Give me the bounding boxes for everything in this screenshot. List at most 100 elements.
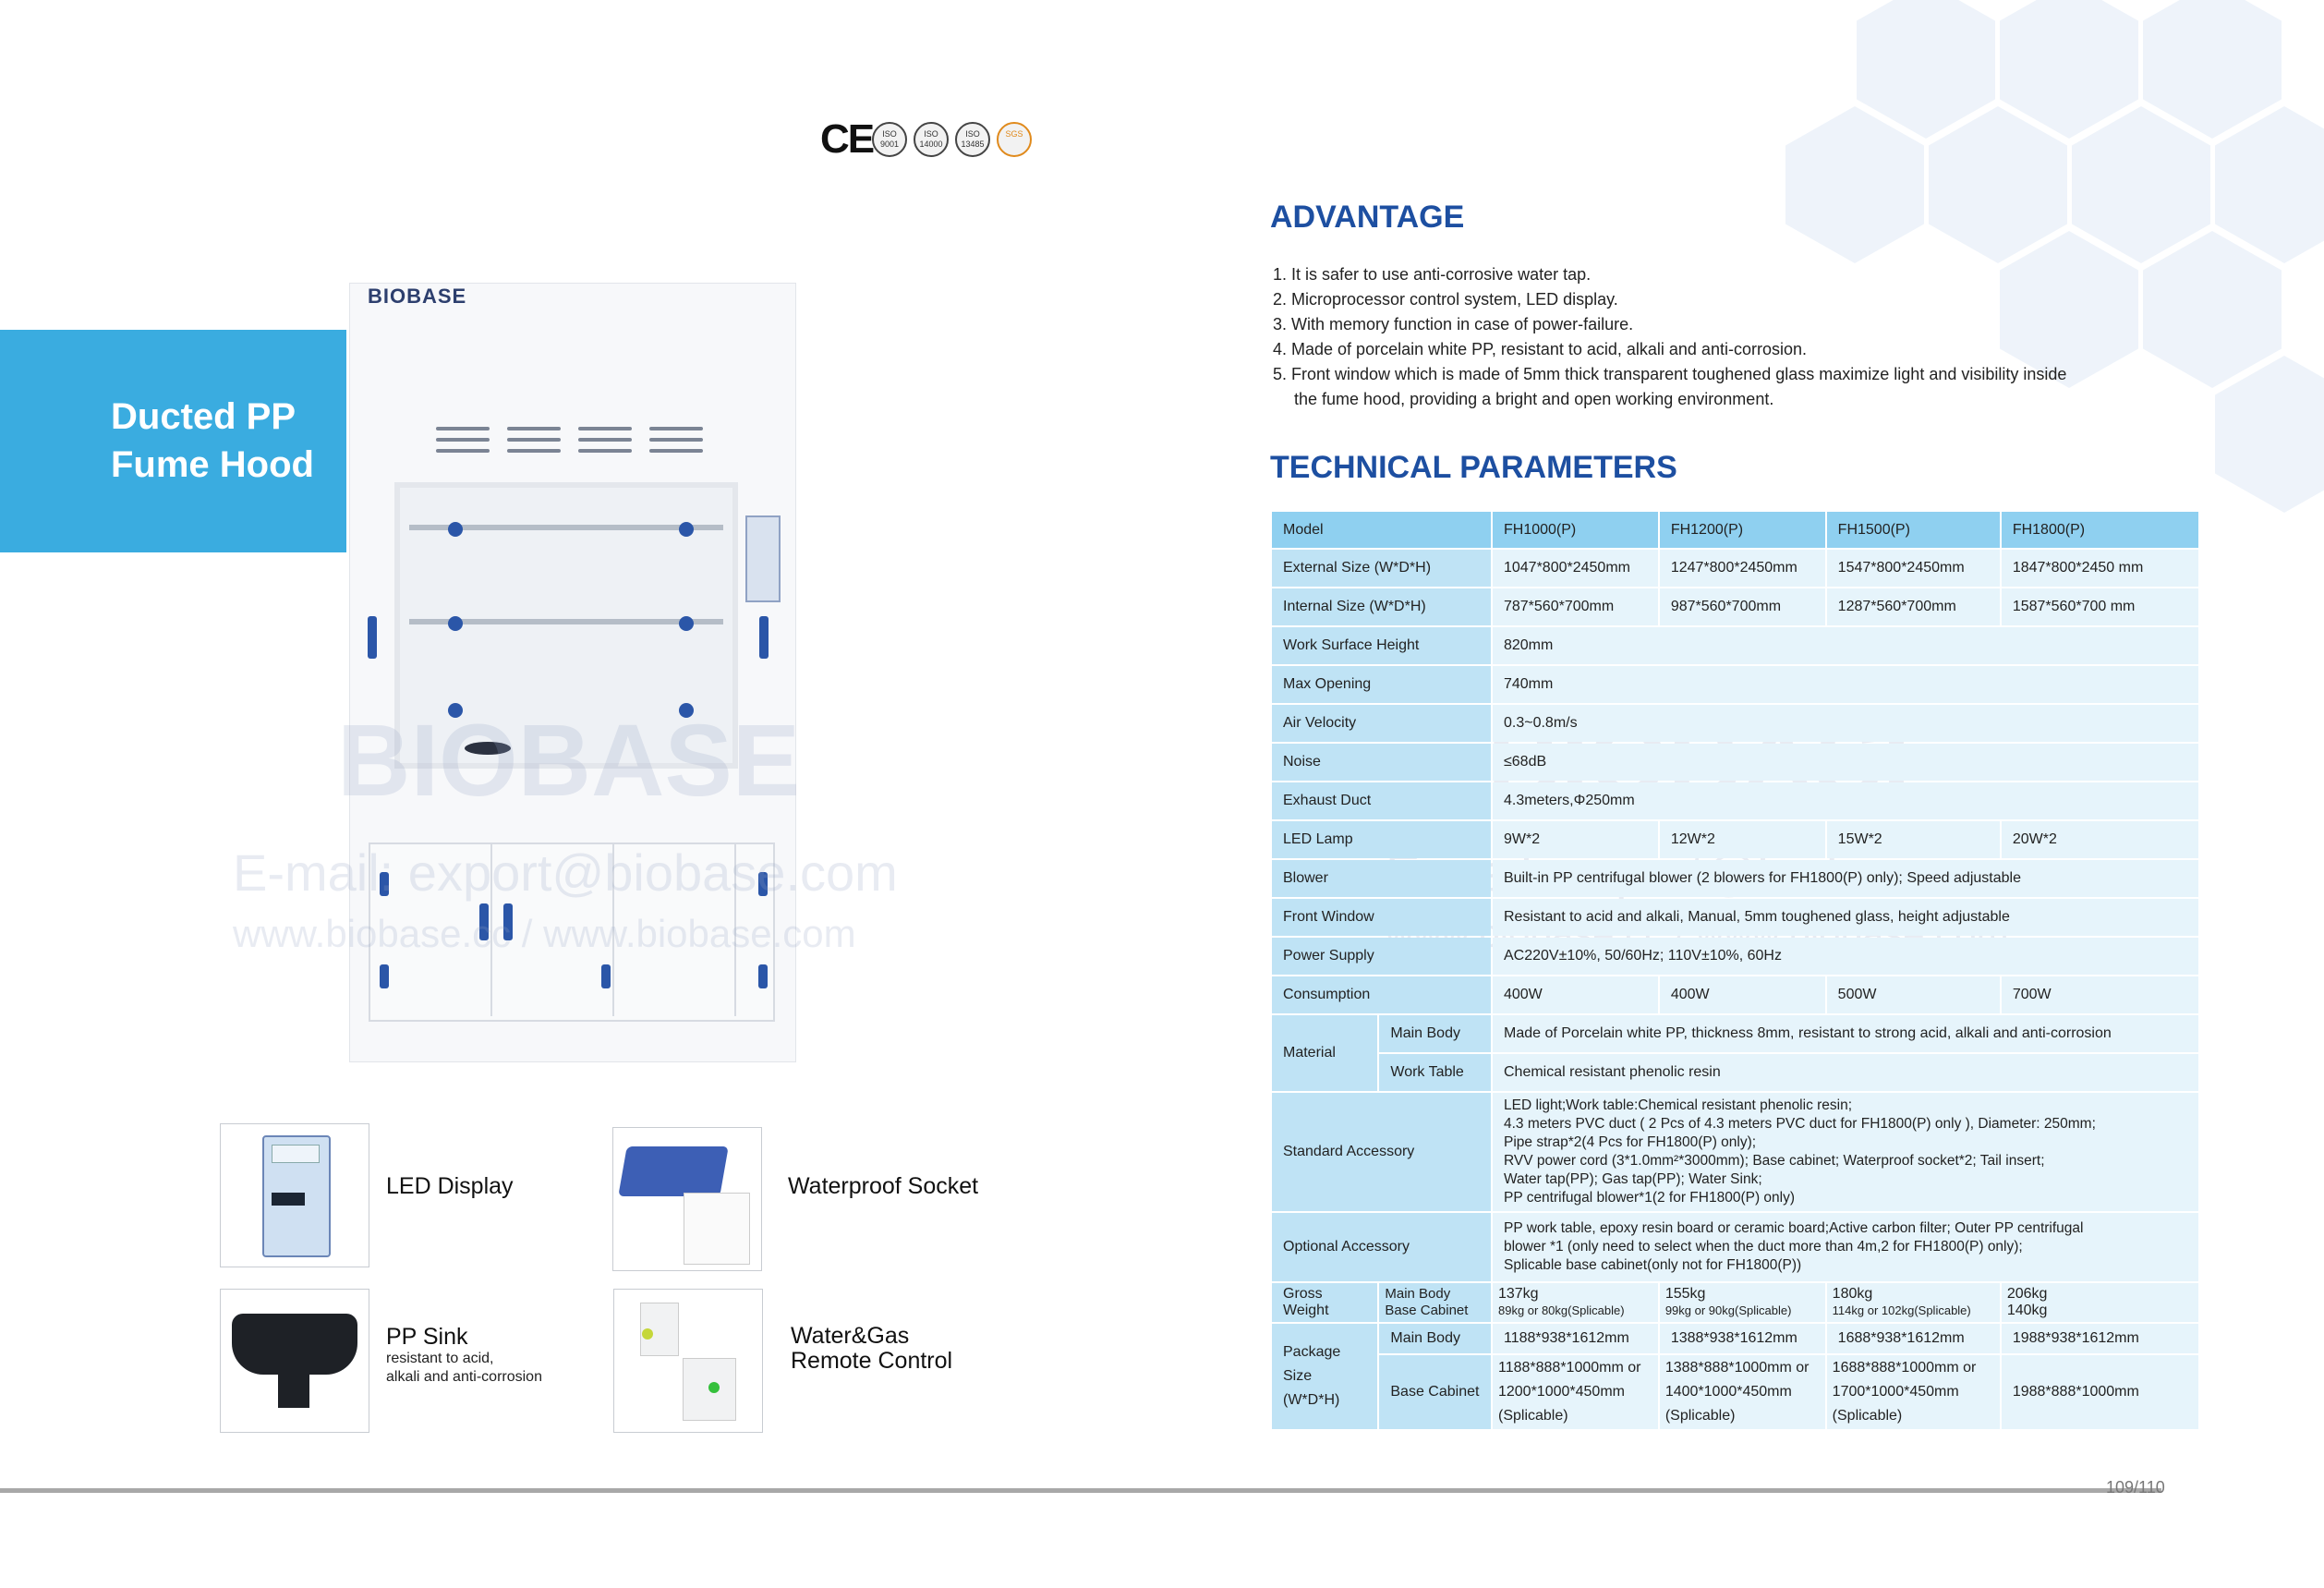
row-label: Air Velocity (1272, 705, 1491, 742)
row-label: Optional Accessory (1272, 1213, 1491, 1281)
table-cell: 400W (1659, 976, 1825, 1013)
row-label: Gross Weight (1272, 1283, 1378, 1322)
table-cell: 1047*800*2450mm (1492, 550, 1658, 587)
table-row: Blower Built-in PP centrifugal blower (2… (1272, 860, 2198, 897)
sink-opening (465, 742, 511, 755)
technical-parameters-heading: TECHNICAL PARAMETERS (1270, 450, 1677, 485)
model-cell: FH1500(P) (1826, 512, 2000, 548)
table-cell: 820mm (1492, 627, 2198, 664)
cabinet-door (370, 844, 492, 1016)
side-handle (759, 616, 769, 659)
row-label: Standard Accessory (1272, 1093, 1491, 1211)
control-panel (745, 515, 781, 602)
hexagon-decoration (1857, 0, 1995, 139)
hexagon-decoration (2000, 0, 2138, 139)
hexagon-decoration (1785, 106, 1924, 263)
table-cell: 0.3~0.8m/s (1492, 705, 2198, 742)
table-cell: 787*560*700mm (1492, 588, 1658, 625)
advantage-list: 1. It is safer to use anti-corrosive wat… (1273, 262, 2197, 412)
feature-label-waterproof-socket: Waterproof Socket (788, 1173, 979, 1199)
row-label: LED Lamp (1272, 821, 1491, 858)
product-brand: BIOBASE (368, 285, 467, 308)
table-row: Work Table Chemical resistant phenolic r… (1272, 1054, 2198, 1091)
window-rail (409, 619, 723, 624)
table-cell: LED light;Work table:Chemical resistant … (1492, 1093, 2198, 1211)
row-label: Work Surface Height (1272, 627, 1491, 664)
table-cell: 1988*938*1612mm (2001, 1324, 2198, 1353)
product-title: Ducted PP Fume Hood (111, 396, 314, 485)
table-cell: Chemical resistant phenolic resin (1492, 1054, 2198, 1091)
table-cell: 740mm (1492, 666, 2198, 703)
base-cabinet (369, 842, 775, 1022)
row-label: Power Supply (1272, 938, 1491, 975)
row-sublabel: Base Cabinet (1379, 1355, 1491, 1429)
table-cell: 987*560*700mm (1659, 588, 1825, 625)
footer-rule (0, 1488, 2161, 1493)
table-cell: AC220V±10%, 50/60Hz; 110V±10%, 60Hz (1492, 938, 2198, 975)
table-row: LED Lamp 9W*2 12W*2 15W*2 20W*2 (1272, 821, 2198, 858)
table-row: Work Surface Height 820mm (1272, 627, 2198, 664)
watermark-web: www.biobase.cc / www.biobase.com (233, 912, 856, 955)
model-cell: FH1800(P) (2001, 512, 2198, 548)
row-label: Consumption (1272, 976, 1491, 1013)
table-cell: 1847*800*2450 mm (2001, 550, 2198, 587)
model-cell: FH1000(P) (1492, 512, 1658, 548)
hexagon-decoration (2215, 356, 2324, 513)
cabinet-door (614, 844, 736, 1016)
row-label: External Size (W*D*H) (1272, 550, 1491, 587)
table-cell: ≤68dB (1492, 744, 2198, 781)
table-cell: 20W*2 (2001, 821, 2198, 858)
advantage-item: 1. It is safer to use anti-corrosive wat… (1273, 265, 1592, 284)
row-label: Internal Size (W*D*H) (1272, 588, 1491, 625)
watermark-brand: BIOBASE (337, 704, 801, 818)
table-row: Optional Accessory PP work table, epoxy … (1272, 1213, 2198, 1281)
window-rail (409, 525, 723, 530)
table-cell: 9W*2 (1492, 821, 1658, 858)
feature-sub-pp-sink: resistant to acid, alkali and anti-corro… (386, 1351, 542, 1385)
table-cell: 1388*938*1612mm (1659, 1324, 1825, 1353)
row-sublabel: Main Body (1379, 1015, 1491, 1052)
advantage-heading: ADVANTAGE (1270, 200, 1465, 235)
iso-13485-badge: ISO 13485 (955, 122, 990, 157)
hexagon-decoration (2072, 106, 2210, 263)
table-row: Standard Accessory LED light;Work table:… (1272, 1093, 2198, 1211)
row-sublabel: Main Body Base Cabinet (1379, 1283, 1491, 1322)
hexagon-decoration (2143, 0, 2282, 139)
table-row: Consumption 400W 400W 500W 700W (1272, 976, 2198, 1013)
table-row: Power Supply AC220V±10%, 50/60Hz; 110V±1… (1272, 938, 2198, 975)
row-label: Package Size (W*D*H) (1272, 1324, 1378, 1429)
table-cell: 15W*2 (1826, 821, 2000, 858)
row-label: Model (1272, 512, 1491, 548)
ce-mark: CE (820, 116, 875, 162)
table-cell: 1988*888*1000mm (2001, 1355, 2198, 1429)
iso-14000-badge: ISO 14000 (914, 122, 949, 157)
advantage-item: 5. Front window which is made of 5mm thi… (1273, 365, 2067, 383)
advantage-item-continued: the fume hood, providing a bright and op… (1294, 390, 1774, 408)
feature-label-pp-sink: PP Sink (386, 1324, 468, 1350)
side-handle (368, 616, 377, 659)
hexagon-decoration (2000, 231, 2138, 388)
advantage-item: 2. Microprocessor control system, LED di… (1273, 290, 1618, 309)
title-band (0, 330, 346, 552)
table-row: Exhaust Duct 4.3meters,Φ250mm (1272, 782, 2198, 819)
feature-label-led-display: LED Display (386, 1173, 514, 1199)
table-cell: Made of Porcelain white PP, thickness 8m… (1492, 1015, 2198, 1052)
water-gas-remote-image (613, 1289, 763, 1433)
table-cell: 1547*800*2450mm (1826, 550, 2000, 587)
row-label: Front Window (1272, 899, 1491, 936)
table-cell: 700W (2001, 976, 2198, 1013)
table-row: Package Size (W*D*H) Main Body 1188*938*… (1272, 1324, 2198, 1429)
waterproof-socket-image (612, 1127, 762, 1271)
table-cell: 1587*560*700 mm (2001, 588, 2198, 625)
table-row: Material Main Body Made of Porcelain whi… (1272, 1015, 2198, 1091)
table-cell: 12W*2 (1659, 821, 1825, 858)
row-sublabel: Main Body (1379, 1324, 1491, 1353)
table-cell: 4.3meters,Φ250mm (1492, 782, 2198, 819)
